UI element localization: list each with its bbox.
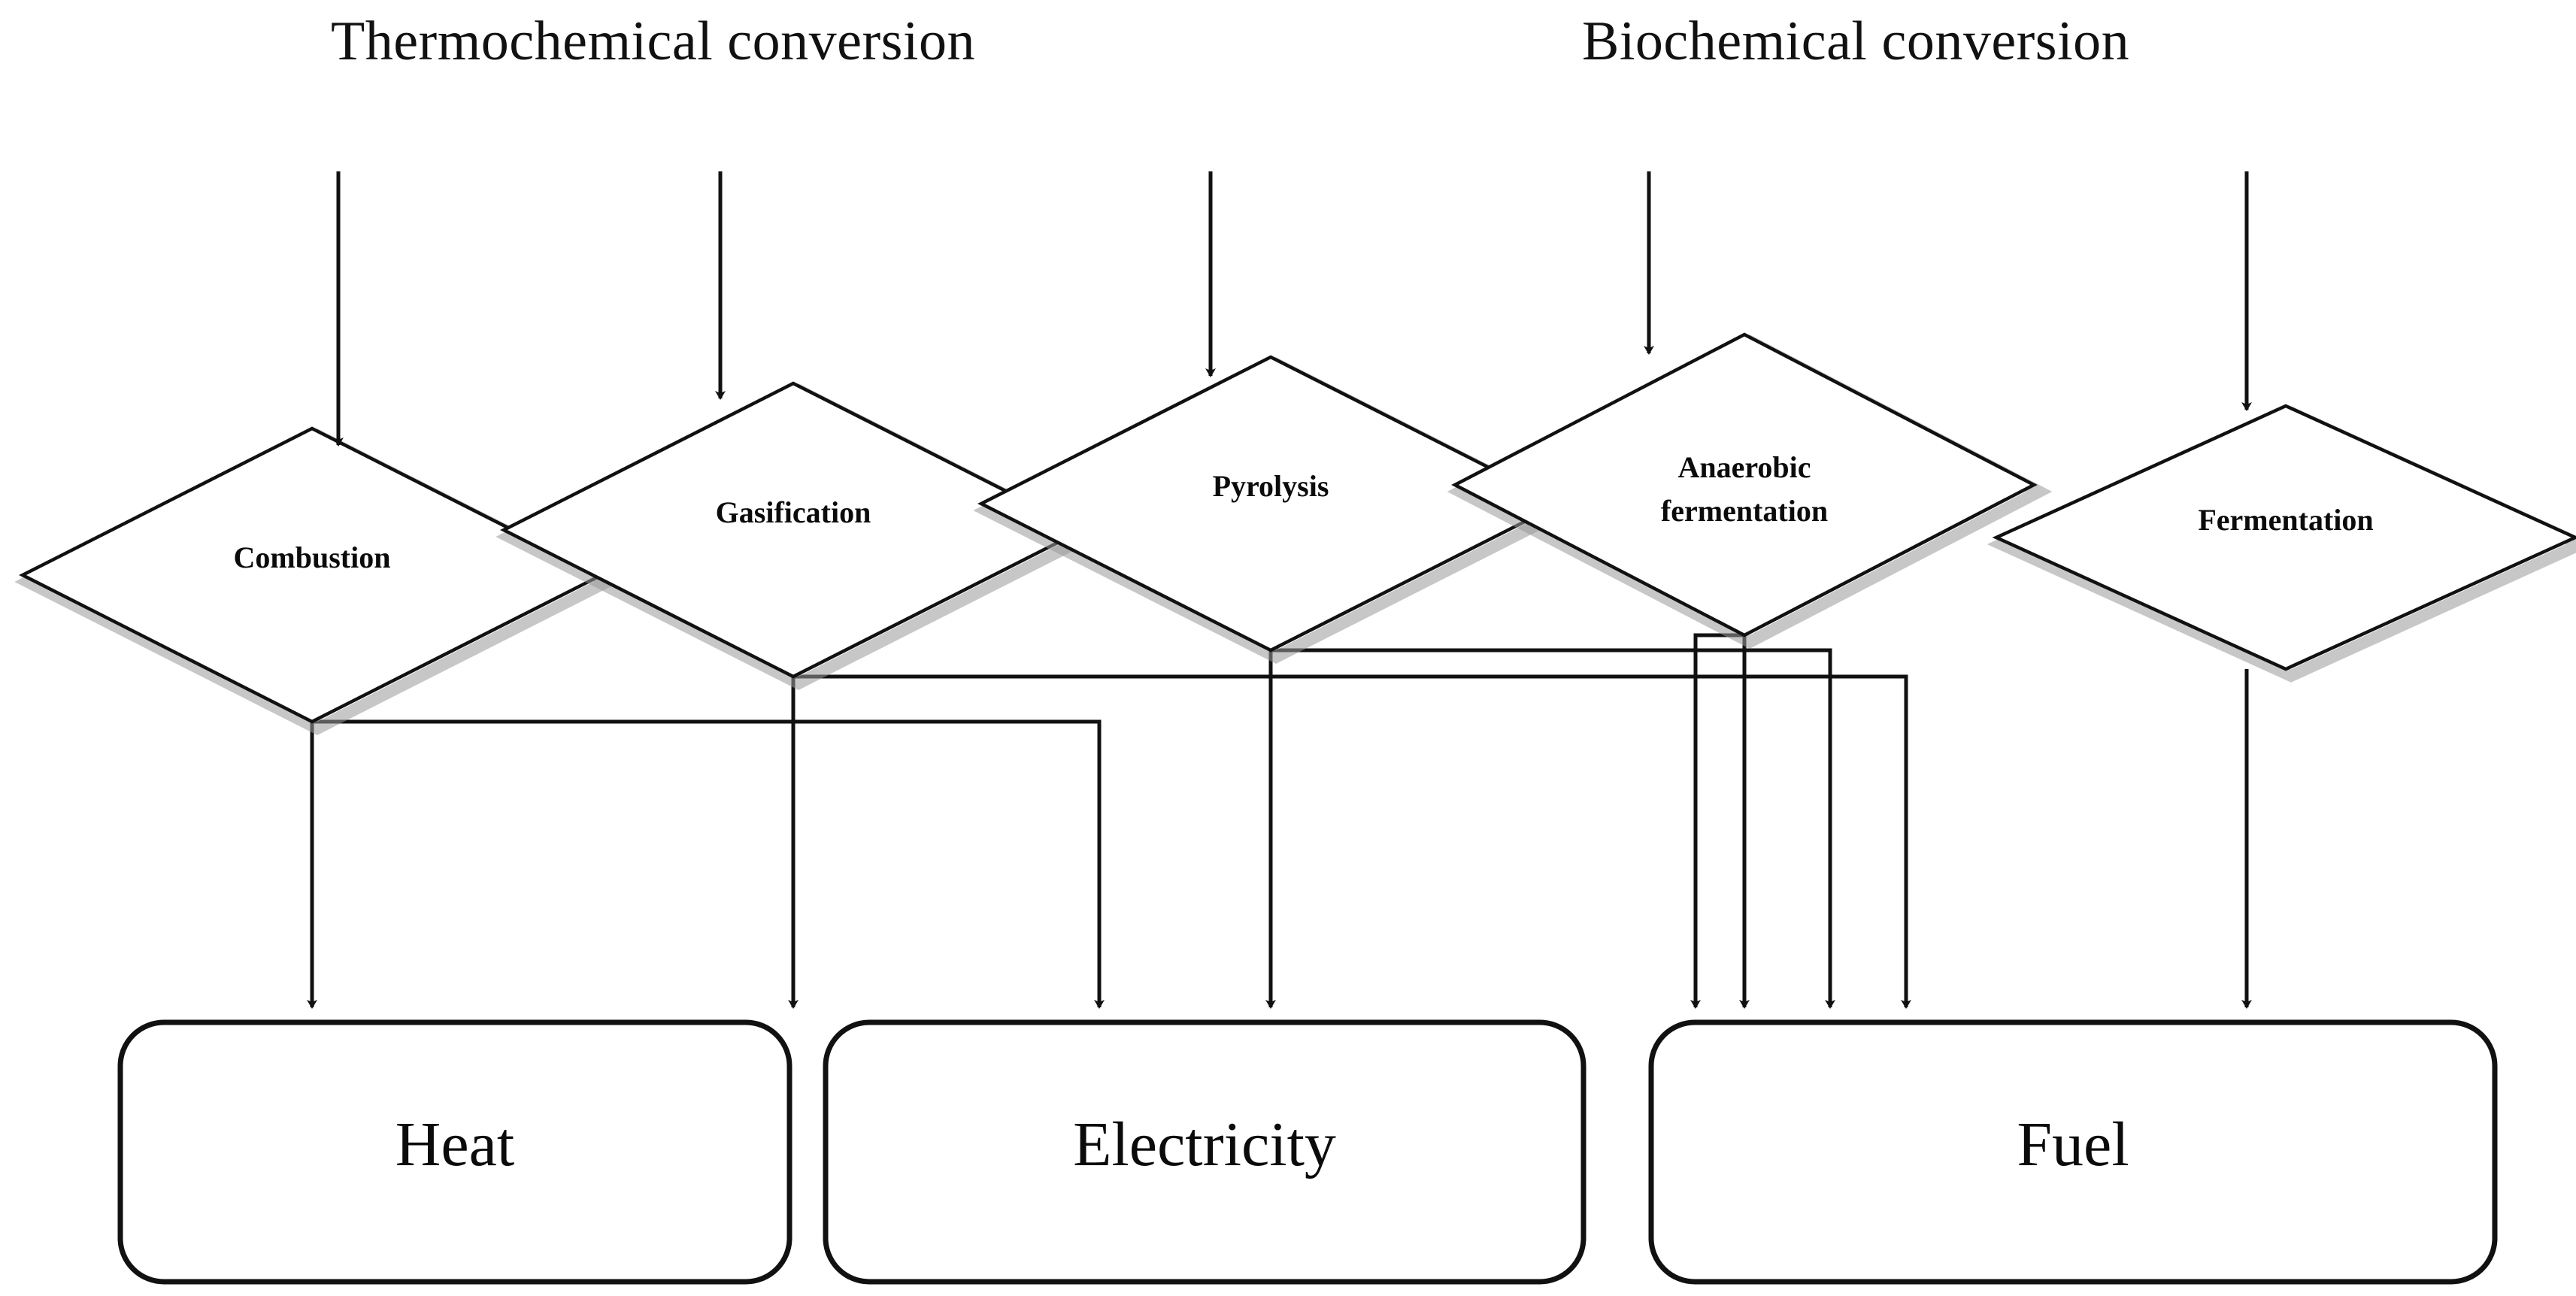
output-box-fuel[interactable] (1648, 1019, 2498, 1285)
process-node-anaerobic[interactable] (1447, 332, 2053, 650)
connector-anaerobic-to-fuel-2 (1690, 633, 1744, 1009)
diamond-anaerobic[interactable] (1451, 332, 2038, 637)
group-title-thermochemical: Thermochemical conversion (331, 11, 975, 72)
input-arrow-layer (333, 171, 2252, 447)
output-box-heat[interactable] (117, 1019, 792, 1285)
connector-layer (307, 633, 2252, 1009)
process-node-combustion[interactable] (14, 426, 620, 735)
process-node-pyrolysis[interactable] (973, 355, 1579, 664)
process-node-gasification[interactable] (496, 381, 1102, 690)
diamond-fermentation[interactable] (1992, 404, 2576, 671)
connector-gasification-to-fuel (793, 674, 1911, 1009)
connector-combustion-to-electricity (312, 719, 1105, 1009)
process-node-fermentation[interactable] (1987, 404, 2576, 683)
shape-layer (14, 332, 2576, 1285)
group-title-biochemical: Biochemical conversion (1582, 11, 2130, 72)
output-box-electricity[interactable] (823, 1019, 1587, 1285)
diamond-pyrolysis[interactable] (977, 355, 1564, 653)
diamond-gasification[interactable] (500, 381, 1086, 679)
connector-pyrolysis-to-fuel (1271, 648, 1835, 1009)
diamond-combustion[interactable] (19, 426, 605, 724)
